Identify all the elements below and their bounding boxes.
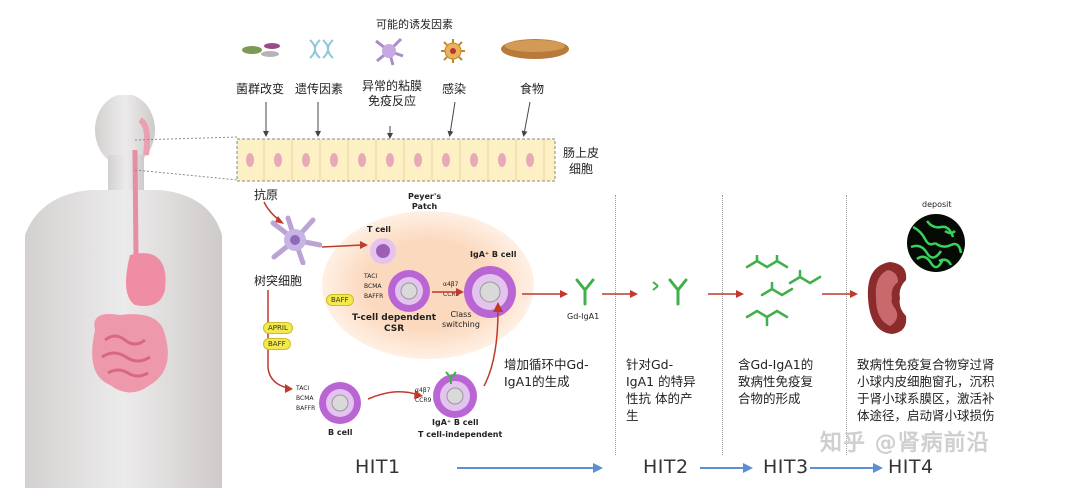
iga-b-cell-label-lower: IgA⁺ B cell: [432, 418, 479, 427]
lower-receptor-baffr: BAFFR: [296, 405, 316, 412]
separator-2: [722, 195, 723, 455]
gd-iga1-antibody: [575, 278, 595, 306]
tcell-independent-label: T cell-independent: [418, 430, 503, 439]
baff-pill-patch: BAFF: [326, 294, 354, 306]
patch-to-gd-arrow: [522, 290, 568, 298]
hit-flow-arrows: [602, 290, 858, 298]
lower-receptor-labels: TACI BCMA BAFFR: [296, 384, 315, 414]
hit2-caption: 针对Gd- IgA1 的特异 性抗 体的产 生: [626, 357, 696, 423]
trigger-label-infection: 感染: [442, 82, 467, 96]
human-figure: [25, 95, 222, 488]
lower-homing-labels: α4β7 CCR9: [415, 386, 431, 406]
immune-complexes: [745, 255, 822, 327]
bread-icon: [501, 39, 569, 59]
anti-glycan-antibody: [652, 278, 688, 306]
hit4-caption: 致病性免疫复合物穿过肾 小球内皮细胞窗孔，沉积 于肾小球系膜区，激活补 体途径，…: [857, 357, 995, 423]
lower-up-arrow: [483, 302, 503, 387]
receptor-ccr9: CCR9: [443, 291, 460, 298]
iga-b-cell-lower: [433, 371, 477, 418]
hit4-label: HIT4: [888, 456, 934, 478]
separator-1: [615, 195, 616, 455]
b-cell-label: B cell: [328, 428, 353, 437]
lower-receptor-ccr9: CCR9: [415, 397, 432, 404]
trigger-label-genetic: 遗传因素: [295, 82, 344, 96]
dc-down-arrow: [267, 290, 293, 393]
virus-icon: [441, 39, 465, 63]
microbiota-icon: [242, 43, 280, 57]
trigger-arrows: [263, 101, 531, 139]
antigen-arrow: [263, 201, 284, 224]
immune-cell-icon: [375, 37, 404, 66]
receptor-taci: TACI: [364, 273, 378, 280]
trigger-label-food: 食物: [520, 82, 545, 96]
lower-receptor-bcma: BCMA: [296, 395, 314, 402]
hit1-caption: 增加循环中Gd- IgA1的生成: [504, 357, 589, 389]
b-cell-lower: [319, 382, 361, 424]
receptor-baffr: BAFFR: [364, 293, 384, 300]
deposit-micrograph: [907, 214, 965, 272]
lower-receptor-taci: TACI: [296, 385, 310, 392]
baff-pill-lower: BAFF: [263, 338, 291, 350]
gd-iga1-label: Gd-IgA1: [567, 312, 600, 321]
peyer-title: Peyer's Patch: [408, 192, 442, 211]
csr-arrow: [432, 288, 464, 296]
dendritic-cell: [270, 215, 322, 265]
patch-receptor-labels: TACI BCMA BAFFR: [364, 272, 383, 302]
t-cell-label: T cell: [367, 225, 391, 234]
patch-homing-labels: α4β7 CCR9: [443, 280, 459, 300]
trigger-label-microbiota: 菌群改变: [236, 82, 285, 96]
receptor-a4b7: α4β7: [443, 281, 459, 288]
zoom-lines: [134, 136, 239, 181]
intestinal-epithelium: [236, 138, 556, 182]
hit2-label: HIT2: [643, 456, 689, 478]
receptor-bcma: BCMA: [364, 283, 382, 290]
dna-icon: [309, 39, 334, 59]
epithelium-label: 肠上皮 细胞: [563, 146, 600, 176]
tcell-dependent-csr: T-cell dependent CSR: [352, 313, 437, 334]
iga-b-cell-label-patch: IgA⁺ B cell: [470, 250, 517, 259]
dc-to-tcell-arrow: [321, 241, 368, 249]
kidney-icon: [867, 262, 907, 334]
antigen-label: 抗原: [254, 188, 279, 202]
deposit-label: deposit: [922, 200, 952, 209]
hit1-label: HIT1: [355, 456, 401, 478]
trigger-label-mucosal: 异常的粘膜 免疫反应: [362, 79, 423, 108]
lower-receptor-a4b7: α4β7: [415, 387, 431, 394]
watermark: 知乎 @肾病前沿: [820, 431, 990, 456]
hit3-label: HIT3: [763, 456, 809, 478]
hit3-caption: 含Gd-IgA1的 致病性免疫复 合物的形成: [738, 357, 814, 406]
hit-timeline-arrows: [457, 463, 883, 473]
dendritic-label: 树突细胞: [254, 274, 303, 288]
class-switching-label: Class switching: [442, 310, 480, 329]
t-cell: [370, 238, 396, 264]
bcell-to-iga-arrow: [367, 390, 423, 400]
separator-3: [846, 195, 847, 455]
b-cell-patch: [388, 270, 430, 312]
iga-b-cell-patch: [464, 266, 516, 318]
april-pill: APRIL: [263, 322, 293, 334]
triggers-header: 可能的诱发因素: [376, 18, 453, 31]
